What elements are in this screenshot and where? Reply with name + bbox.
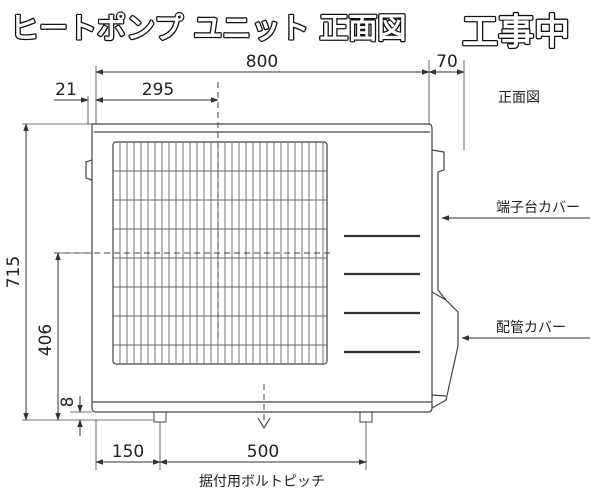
- dim-total-width: 800: [246, 52, 278, 72]
- extension-lines: [22, 60, 465, 470]
- unit-body: [85, 123, 459, 413]
- unit-feet: [153, 411, 373, 430]
- dim-left-offset: 21: [55, 80, 77, 100]
- dim-height: 715: [4, 256, 24, 288]
- dim-bolt-pitch: 500: [247, 442, 279, 462]
- callout-pipe-cover: 配管カバー: [496, 320, 566, 336]
- view-label: 正面図: [498, 90, 540, 106]
- callout-terminal-cover: 端子台カバー: [496, 200, 580, 216]
- dim-side-depth: 70: [436, 52, 458, 72]
- louver-slats: [344, 234, 420, 354]
- title-status: 工事中: [462, 12, 570, 53]
- dim-center-height: 406: [36, 324, 56, 356]
- title-main: ヒートポンプ ユニット 正面図: [10, 11, 406, 45]
- dim-fan-center: 295: [142, 80, 174, 100]
- bolt-pitch-label: 据付用ボルトピッチ: [199, 474, 325, 490]
- dim-bolt-offset: 150: [112, 442, 144, 462]
- dim-foot-height: 8: [58, 397, 78, 408]
